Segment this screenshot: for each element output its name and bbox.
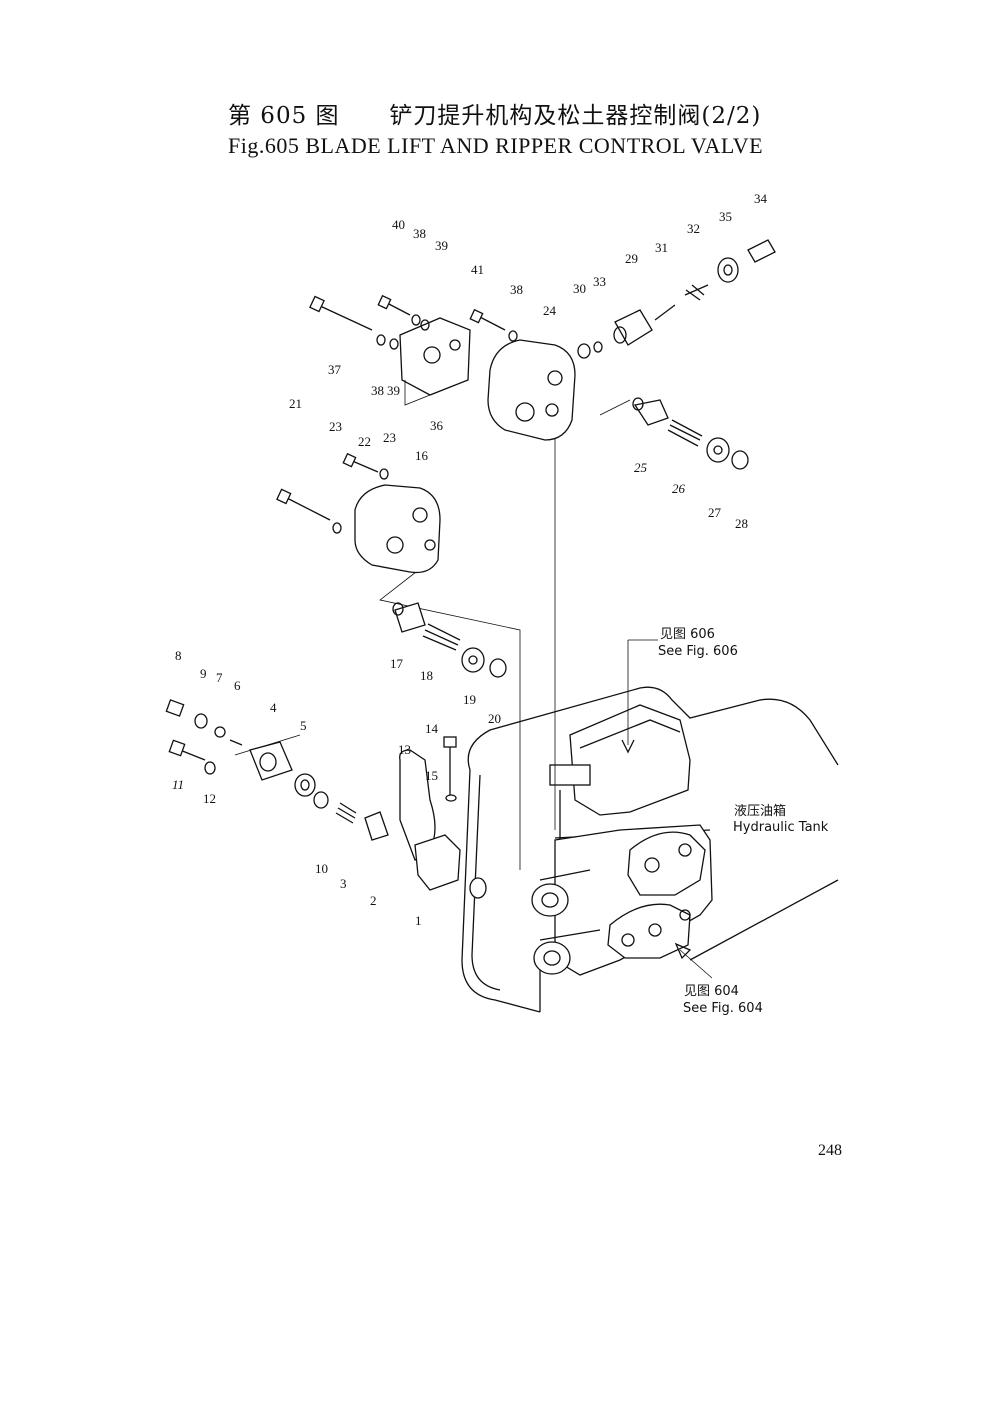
callout-see-fig-606: 见图 606 See Fig. 606 (658, 627, 738, 659)
callout-604-cn: 见图 604 (684, 984, 739, 999)
label-37: 37 (328, 362, 342, 377)
label-36: 36 (430, 418, 444, 433)
figure-title-english: Fig.605 BLADE LIFT AND RIPPER CONTROL VA… (228, 133, 764, 158)
label-5: 5 (300, 718, 307, 733)
label-14: 14 (425, 721, 439, 736)
label-39-bottom: 39 (387, 383, 400, 398)
label-38-mid: 38 (510, 282, 523, 297)
label-27: 27 (708, 505, 722, 520)
label-25: 25 (634, 460, 648, 475)
bolts (165, 294, 506, 795)
relief-valve-assembly (613, 239, 776, 346)
label-40: 40 (392, 217, 405, 232)
label-21: 21 (289, 396, 302, 411)
label-29: 29 (625, 251, 638, 266)
label-28: 28 (735, 516, 748, 531)
label-26: 26 (672, 481, 686, 496)
label-35: 35 (719, 209, 732, 224)
label-23-left: 23 (329, 419, 342, 434)
label-8: 8 (175, 648, 182, 663)
callout-606-cn: 见图 606 (660, 627, 715, 642)
hydraulic-tank-drawing (461, 639, 839, 1013)
figure-title-chinese: 第 605 图 铲刀提升机构及松土器控制阀(2/2) (228, 103, 762, 129)
label-32: 32 (687, 221, 700, 236)
label-7: 7 (216, 670, 223, 685)
label-1: 1 (415, 913, 422, 928)
callout-hydraulic-tank: 液压油箱 Hydraulic Tank (733, 803, 829, 835)
label-10: 10 (315, 861, 328, 876)
label-2: 2 (370, 893, 377, 908)
label-39-top: 39 (435, 238, 448, 253)
label-4: 4 (270, 700, 277, 715)
tank-label-en: Hydraulic Tank (733, 820, 829, 835)
label-16: 16 (415, 448, 429, 463)
page-number: 248 (818, 1142, 842, 1159)
plate-36 (399, 317, 471, 406)
label-33: 33 (593, 274, 606, 289)
label-34: 34 (754, 191, 768, 206)
label-3: 3 (340, 876, 347, 891)
spool-assembly-upper (632, 397, 749, 470)
valve-body-16 (354, 484, 441, 574)
label-6: 6 (234, 678, 241, 693)
label-17: 17 (390, 656, 404, 671)
label-12: 12 (203, 791, 216, 806)
label-31: 31 (655, 240, 668, 255)
label-9: 9 (200, 666, 207, 681)
label-24: 24 (543, 303, 557, 318)
label-38-bottom: 38 (371, 383, 384, 398)
callout-see-fig-604: 见图 604 See Fig. 604 (683, 984, 763, 1016)
label-23-right: 23 (383, 430, 396, 445)
label-13: 13 (398, 742, 411, 757)
label-20: 20 (488, 711, 501, 726)
label-18: 18 (420, 668, 433, 683)
spool-assembly-lower (392, 602, 507, 678)
label-30: 30 (573, 281, 586, 296)
valve-body-24 (487, 339, 576, 441)
filter-assembly (229, 739, 461, 891)
part-labels: 1 2 3 4 5 6 7 8 9 10 11 12 13 14 15 16 1… (172, 191, 768, 928)
washers (194, 314, 603, 802)
label-22: 22 (358, 434, 371, 449)
label-19: 19 (463, 692, 476, 707)
callout-604-en: See Fig. 604 (683, 1001, 763, 1016)
label-41: 41 (471, 262, 484, 277)
label-38-top: 38 (413, 226, 426, 241)
label-15: 15 (425, 768, 438, 783)
tank-label-cn: 液压油箱 (734, 803, 786, 819)
label-11: 11 (172, 777, 184, 792)
callout-606-en: See Fig. 606 (658, 644, 738, 659)
